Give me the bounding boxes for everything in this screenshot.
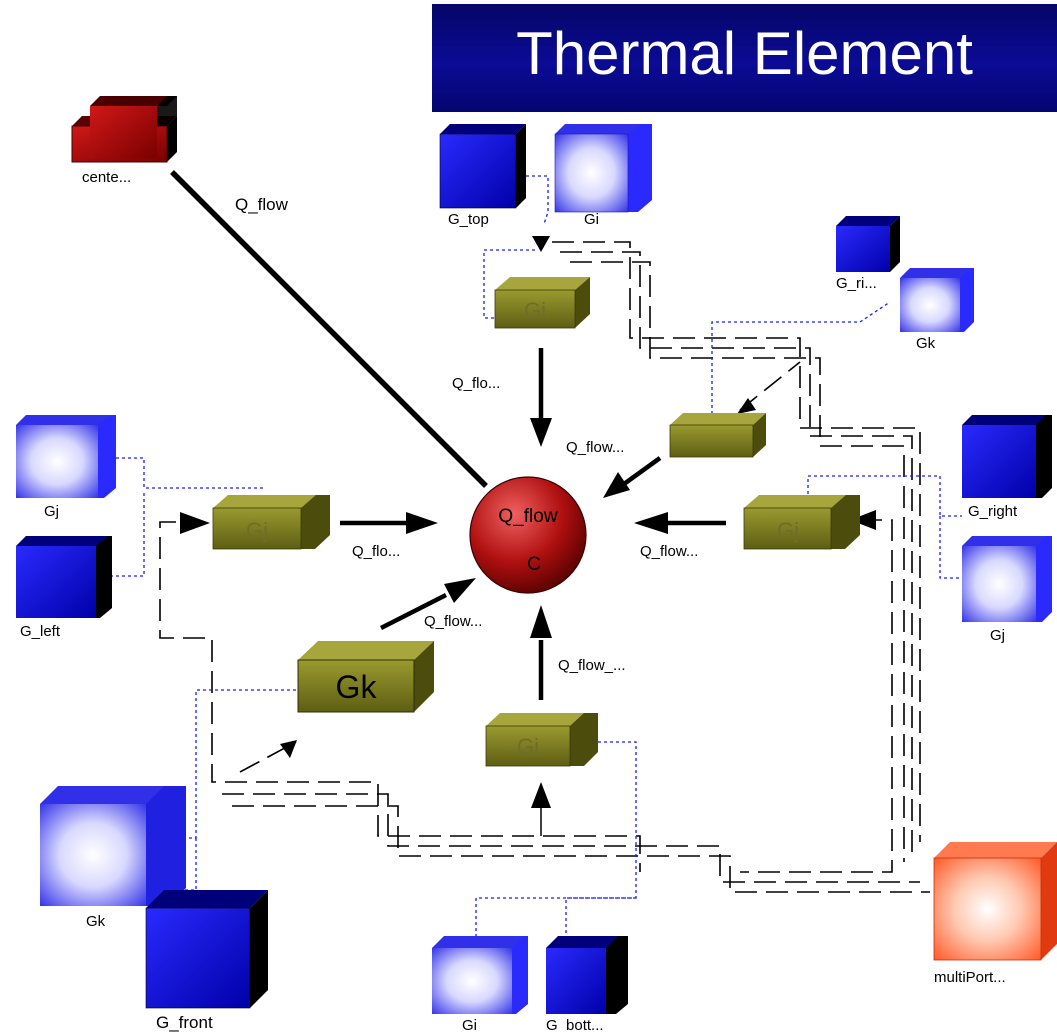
center-label: cente... [82,169,131,186]
conductor-left-label: Gj [246,518,268,543]
g-bott-block[interactable] [546,936,628,1014]
g-right-block[interactable] [962,415,1052,498]
g-right-label: G_right [968,503,1018,520]
heat-capacitor-sphere[interactable]: Q_flow C [469,476,587,594]
connection-bus [159,241,930,893]
conductor-bottom[interactable]: Gi [485,713,598,767]
conductor-front[interactable]: Gk [297,641,434,713]
gk-front-label: Gk [86,913,106,930]
gk-front-parameter-block[interactable] [40,786,186,906]
center-port-block[interactable] [71,96,177,163]
conductor-front-label: Gk [336,669,378,705]
g-bott-label: G_bott... [546,1017,604,1032]
heat-flow-connections [170,170,726,700]
flow-label-top: Q_flo... [452,375,500,392]
sphere-label-bottom: C [527,554,541,575]
conductor-top-right[interactable] [669,413,766,458]
gj-left-parameter-block[interactable] [16,415,116,498]
g-ri-label: G_ri... [836,275,877,292]
g-ri-block[interactable] [836,216,900,272]
gk-right-label: Gk [916,335,936,352]
g-front-label: G_front [156,1013,213,1032]
flow-label-left: Q_flo... [352,543,400,560]
conductor-top-label: Gi [524,298,546,323]
flow-label-center-line: Q_flow [235,195,289,214]
conductor-right[interactable]: Gj [743,495,860,550]
gj-left-label: Gj [44,503,59,520]
gi-top-parameter-block[interactable] [554,124,652,213]
flow-label-right: Q_flow... [640,543,698,560]
flow-label-bottom: Q_flow_... [558,657,626,674]
gi-bottom-label: Gi [462,1017,477,1032]
flow-arrowheads [180,236,876,808]
multiport-block[interactable] [933,842,1057,961]
gi-bottom-parameter-block[interactable] [432,936,528,1014]
g-left-label: G_left [20,623,61,640]
parameter-links [104,175,962,936]
flow-label-top-right: Q_flow... [566,439,624,456]
sphere-label-top: Q_flow [498,506,557,527]
g-top-block[interactable] [439,124,526,209]
flow-label-front: Q_flow... [424,613,482,630]
gj-right-label: Gj [990,627,1005,644]
conductor-right-label: Gj [777,518,799,543]
gi-top-label: Gi [584,211,599,228]
g-top-label: G_top [448,211,489,228]
multiport-label: multiPort... [934,969,1006,986]
page-title: Thermal Element [516,20,973,87]
gj-right-parameter-block[interactable] [962,536,1052,622]
title-banner: Thermal Element [432,4,1057,112]
g-front-block[interactable] [145,890,268,1009]
g-left-block[interactable] [16,536,112,618]
conductor-top[interactable]: Gi [494,277,590,329]
conductor-left[interactable]: Gj [212,495,330,550]
conductor-bottom-label: Gi [517,734,539,759]
gk-right-parameter-block[interactable] [900,268,974,332]
